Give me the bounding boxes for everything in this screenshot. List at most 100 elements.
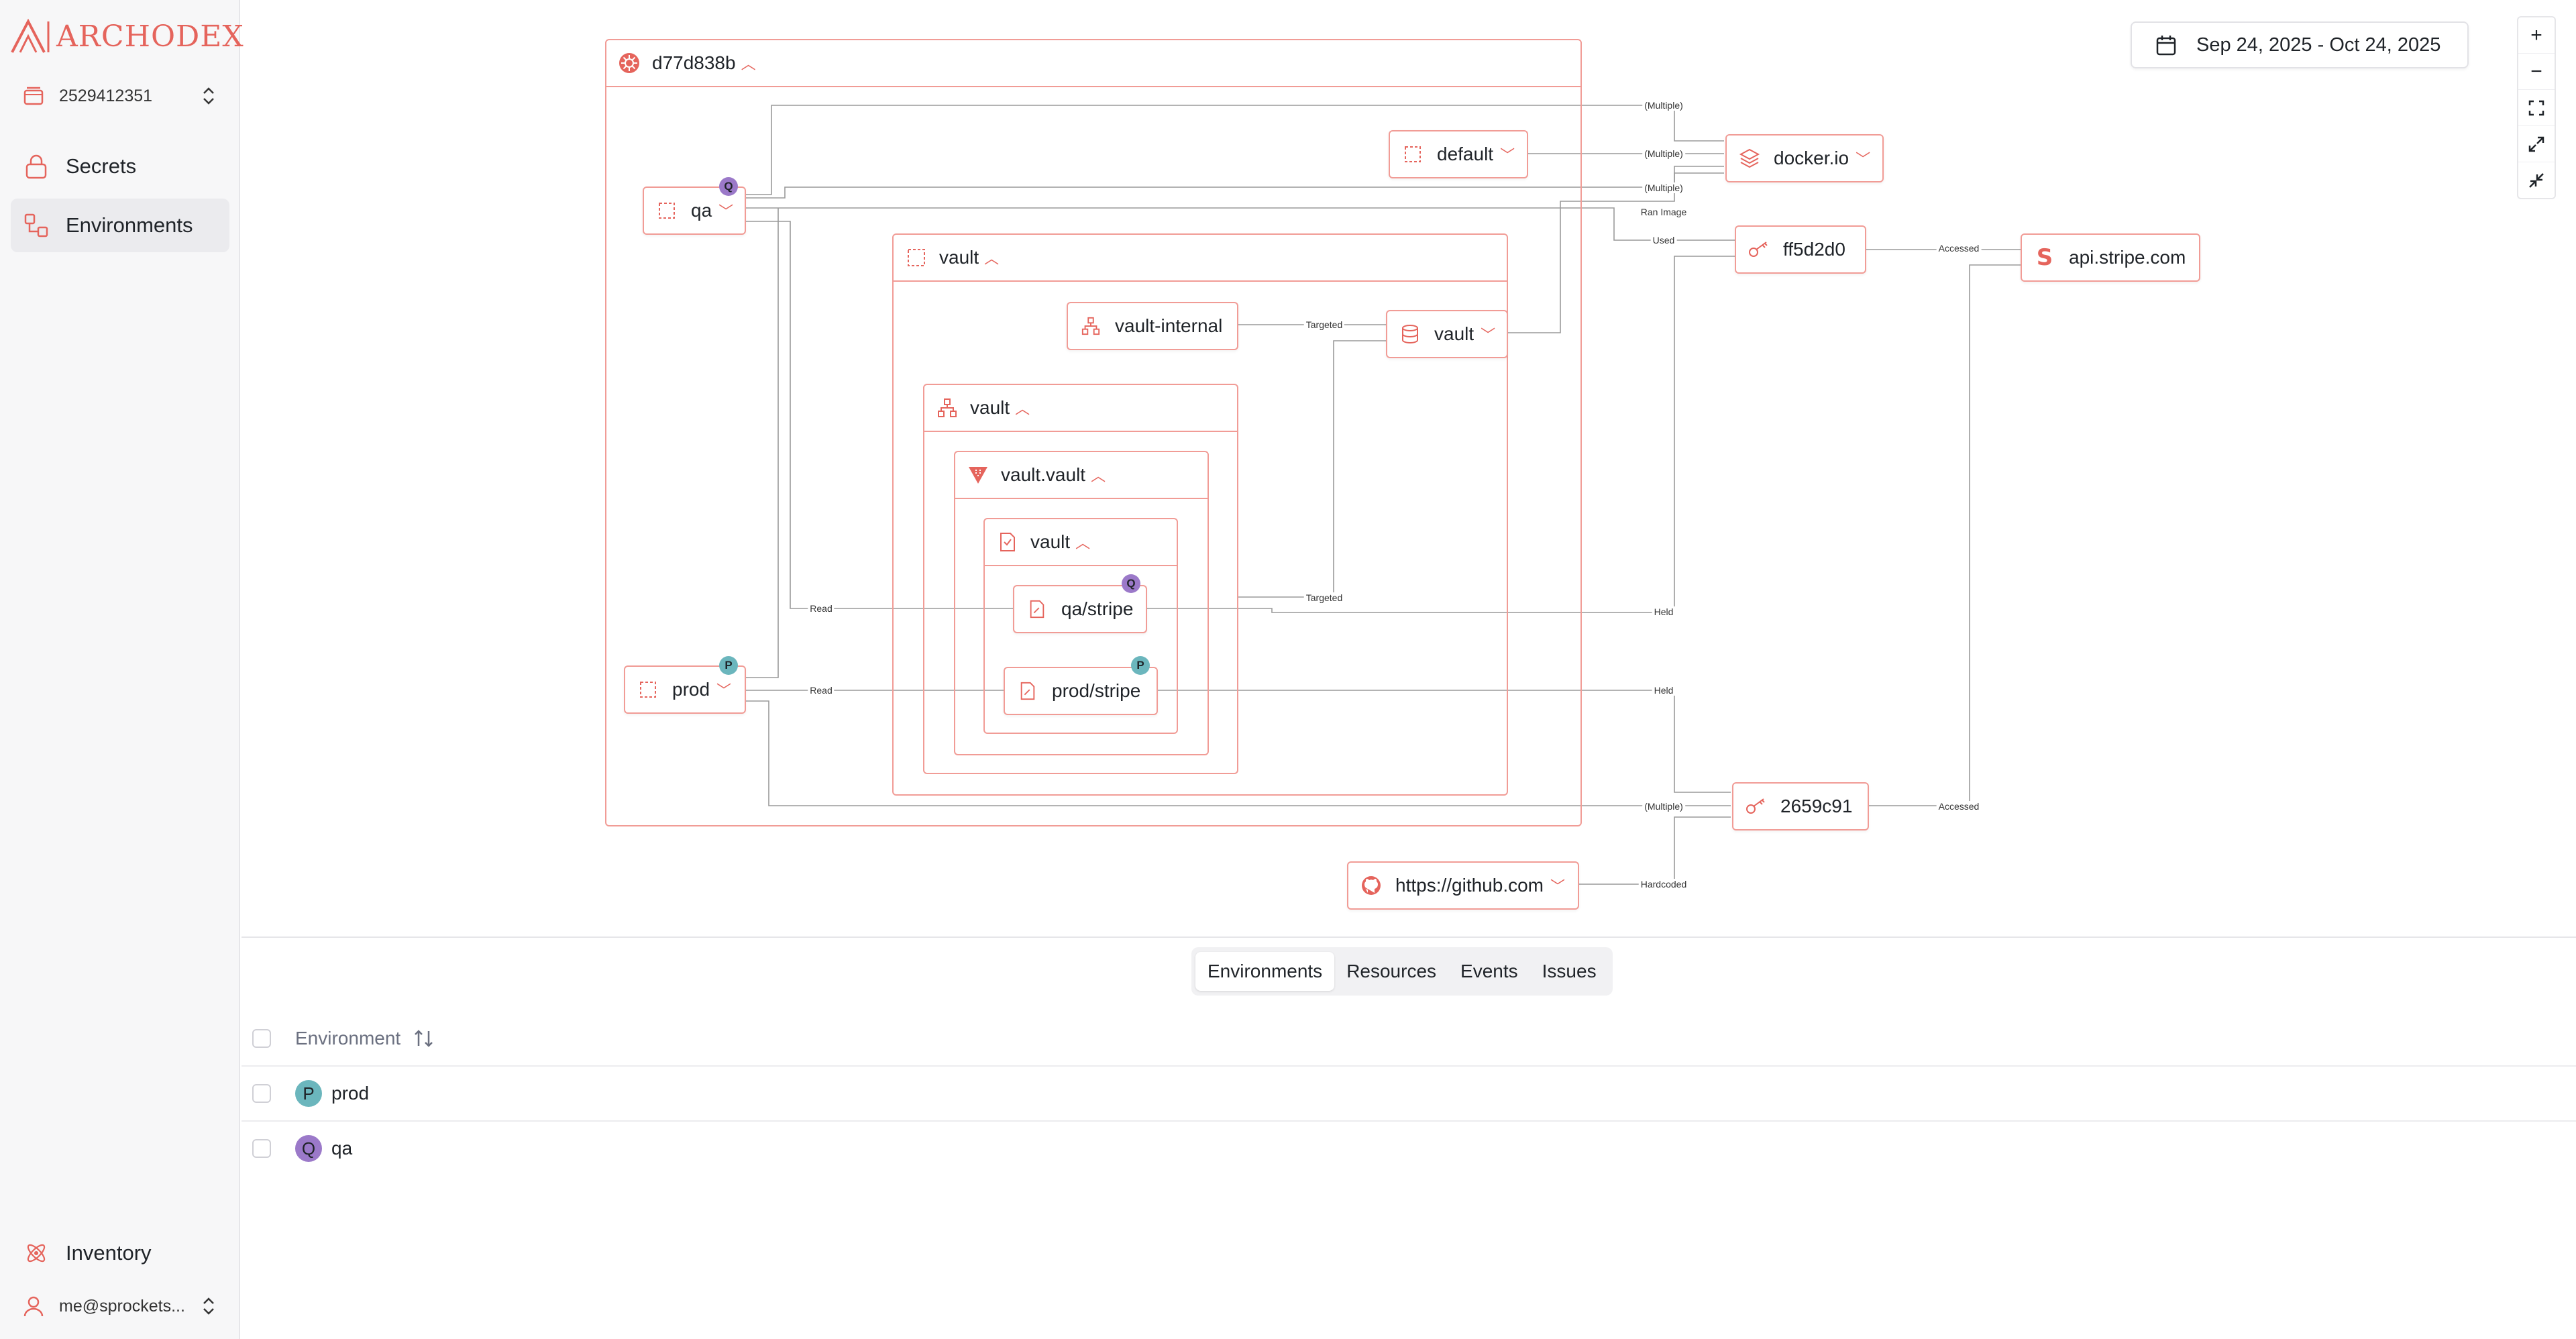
- tab-resources[interactable]: Resources: [1346, 961, 1437, 981]
- edge-label-held: Held: [1652, 685, 1676, 696]
- service-vault-header[interactable]: vault ︿: [924, 385, 1237, 432]
- fit-view-button[interactable]: [2518, 90, 2555, 126]
- user-email: me@sprockets...: [59, 1296, 185, 1316]
- zoom-out-button[interactable]: −: [2518, 54, 2555, 90]
- node-label: docker.io: [1774, 148, 1849, 168]
- table-row[interactable]: Q qa: [241, 1122, 2576, 1175]
- node-docker-io[interactable]: docker.io ﹀: [1725, 134, 1884, 182]
- namespace-dashed-icon: [1401, 142, 1425, 166]
- secret-document-icon: [1025, 597, 1049, 621]
- kubernetes-icon: [617, 51, 641, 75]
- select-all-checkbox[interactable]: [252, 1029, 271, 1048]
- edge-vault-docker: [1508, 172, 1724, 333]
- edge-label-read: Read: [808, 685, 835, 696]
- chevron-down-icon[interactable]: ﹀: [718, 203, 734, 220]
- date-range-picker[interactable]: Sep 24, 2025 - Oct 24, 2025: [2131, 21, 2469, 68]
- collapse-all-button[interactable]: [2518, 162, 2555, 198]
- zoom-in-button[interactable]: +: [2518, 17, 2555, 54]
- helm-release-header[interactable]: vault.vault ︿: [955, 452, 1208, 499]
- environment-graph[interactable]: d77d838b ︿ vault ︿ vault ︿ vault.va: [241, 0, 2576, 936]
- chevron-down-icon[interactable]: ﹀: [716, 682, 732, 699]
- node-label: prod: [672, 679, 710, 700]
- chevron-updown-icon: [203, 87, 214, 105]
- node-github[interactable]: https://github.com ﹀: [1347, 861, 1579, 910]
- panel-divider[interactable]: [241, 936, 2576, 938]
- chevron-up-icon[interactable]: ︿: [1091, 468, 1106, 484]
- chevron-up-icon[interactable]: ︿: [741, 56, 756, 72]
- tab-environments[interactable]: Environments: [1195, 952, 1335, 991]
- account-selector[interactable]: 2529412351: [21, 79, 223, 113]
- badge-q: Q: [719, 177, 738, 196]
- service-network-icon: [1079, 314, 1103, 338]
- node-key-2659c91[interactable]: 2659c91: [1732, 782, 1869, 831]
- column-header-environment[interactable]: Environment: [295, 1028, 435, 1049]
- user-icon: [23, 1296, 44, 1317]
- environment-badge: Q: [295, 1135, 322, 1162]
- secret-store-group[interactable]: vault ︿: [983, 518, 1178, 734]
- inventory-atom-icon: [23, 1240, 50, 1267]
- chevron-up-icon[interactable]: ︿: [984, 250, 1000, 267]
- node-vault-statefulset[interactable]: vault ﹀: [1386, 310, 1508, 358]
- chevron-up-icon[interactable]: ︿: [1015, 400, 1030, 417]
- expand-all-button[interactable]: [2518, 126, 2555, 162]
- chevron-down-icon[interactable]: ﹀: [1500, 147, 1515, 164]
- cluster-group-header[interactable]: d77d838b ︿: [606, 40, 1580, 87]
- tab-events[interactable]: Events: [1460, 961, 1518, 981]
- node-label: qa/stripe: [1061, 598, 1134, 619]
- zoom-controls: + −: [2517, 16, 2556, 199]
- node-qa-stripe-secret[interactable]: qa/stripe: [1013, 585, 1147, 633]
- row-checkbox[interactable]: [252, 1139, 271, 1158]
- edge-prod-up: [745, 208, 779, 678]
- sidebar-item-label: Inventory: [66, 1241, 152, 1265]
- table-row[interactable]: P prod: [241, 1067, 2576, 1122]
- chevron-down-icon[interactable]: ﹀: [1856, 151, 1871, 168]
- cluster-group[interactable]: d77d838b ︿: [605, 39, 1582, 826]
- node-default[interactable]: default ﹀: [1389, 130, 1528, 178]
- sort-icon[interactable]: [413, 1028, 435, 1049]
- sidebar-item-secrets[interactable]: Secrets: [11, 140, 229, 193]
- user-menu[interactable]: me@sprockets...: [21, 1289, 223, 1323]
- node-label: prod/stripe: [1052, 680, 1141, 701]
- helm-release-group[interactable]: vault.vault ︿: [954, 451, 1209, 755]
- edge-label-targeted: Targeted: [1303, 319, 1345, 330]
- edge-prod-key2: [745, 700, 1731, 806]
- bottom-tabs: Environments Resources Events Issues: [1191, 947, 1613, 996]
- badge-p: P: [1131, 656, 1150, 675]
- environment-name: prod: [331, 1083, 370, 1104]
- chevron-up-icon[interactable]: ︿: [1075, 535, 1091, 551]
- edge-key2-stripe: [1868, 264, 2021, 806]
- environment-cell: Q qa: [295, 1135, 352, 1162]
- edge-label-held: Held: [1652, 606, 1676, 617]
- node-label: default: [1437, 144, 1494, 164]
- layers-icon: [1737, 146, 1762, 170]
- sidebar-item-environments[interactable]: Environments: [11, 199, 229, 252]
- tab-issues[interactable]: Issues: [1542, 961, 1597, 981]
- node-label: vault-internal: [1115, 315, 1223, 336]
- service-vault-group[interactable]: vault ︿: [923, 384, 1238, 774]
- node-prod-stripe-secret[interactable]: prod/stripe: [1004, 667, 1158, 715]
- secret-store-name: vault: [1030, 531, 1071, 552]
- archodex-logo[interactable]: ARCHODEX: [9, 17, 244, 55]
- namespace-vault-group[interactable]: vault ︿: [892, 233, 1508, 796]
- node-vault-internal[interactable]: vault-internal: [1067, 302, 1238, 350]
- edge-label-read: Read: [808, 603, 835, 614]
- badge-p: P: [719, 656, 738, 675]
- sidebar-item-inventory[interactable]: Inventory: [11, 1226, 229, 1280]
- environment-dashed-icon: [636, 678, 660, 702]
- date-range-label: Sep 24, 2025 - Oct 24, 2025: [2196, 34, 2441, 56]
- node-label: https://github.com: [1395, 875, 1544, 896]
- sidebar-item-label: Environments: [66, 213, 193, 237]
- environment-name: qa: [331, 1138, 353, 1159]
- node-api-stripe[interactable]: S api.stripe.com: [2021, 233, 2200, 282]
- row-checkbox[interactable]: [252, 1084, 271, 1103]
- chevron-down-icon[interactable]: ﹀: [1481, 327, 1496, 343]
- edge-qastripe-held: [1146, 256, 1735, 613]
- helm-release-name: vault.vault: [1001, 464, 1086, 485]
- account-id: 2529412351: [59, 86, 153, 105]
- edge-qa-docker-2: [745, 166, 1724, 199]
- chevron-down-icon[interactable]: ﹀: [1550, 878, 1566, 895]
- edge-label-ran-image: Ran Image: [1638, 207, 1689, 217]
- namespace-vault-header[interactable]: vault ︿: [894, 235, 1507, 282]
- secret-store-header[interactable]: vault ︿: [985, 519, 1177, 566]
- node-key-ff5d2d0[interactable]: ff5d2d0: [1735, 225, 1866, 274]
